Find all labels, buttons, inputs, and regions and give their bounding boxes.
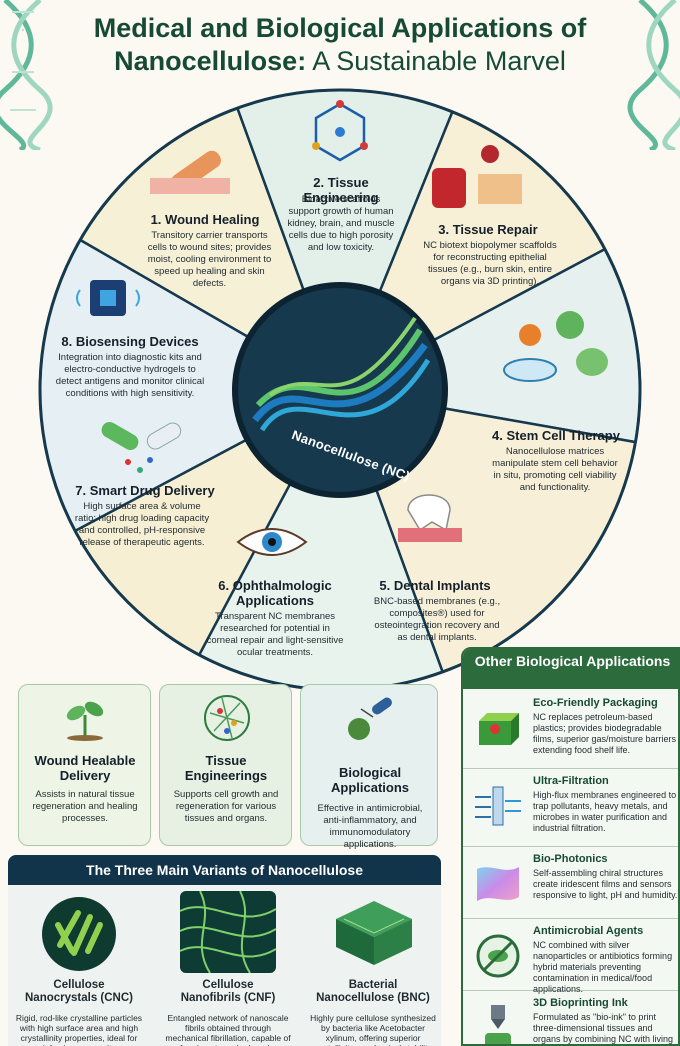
other-item-bioprinting: 3D Bioprinting Ink Formulated as "bio-in… — [463, 991, 678, 1044]
variant-1-title: Cellulose Nanocrystals (CNC) — [25, 979, 133, 1004]
card-biological-applications: Biological Applications Effective in ant… — [300, 684, 438, 850]
segment-4-body: Nanocellulose matrices manipulate stem c… — [492, 446, 618, 493]
other-item-5-body: Formulated as "bio-ink" to print three-d… — [533, 1012, 674, 1044]
segment-2-body: Bioactive scaffolds support growth of hu… — [287, 194, 395, 253]
card-wound-healable-delivery: Wound Healable Delivery Assists in natur… — [18, 684, 151, 846]
segment-8-body: Integration into diagnostic kits and ele… — [55, 352, 205, 399]
card-2-title: Tissue Engineerings — [184, 753, 268, 783]
drug-capsule-icon — [101, 422, 182, 473]
variant-2-title: Cellulose Nanofibrils (CNF) — [180, 979, 276, 1004]
segment-7-title: 7. Smart Drug Delivery — [75, 483, 215, 498]
variant-3-title: Bacterial Nanocellulose (BNC) — [316, 979, 430, 1004]
segment-1-body: Transitory carrier transports cells to w… — [147, 230, 272, 289]
chip-sensor-icon — [76, 280, 140, 316]
other-applications-panel: Other Biological Applications Eco-Friend… — [461, 647, 680, 1046]
card-2-body: Supports cell growth and regeneration fo… — [173, 789, 279, 824]
variant-2-body: Entangled network of nanoscale fibrils o… — [165, 1013, 291, 1046]
segment-5-body: BNC-based membranes (e.g., composites®) … — [373, 596, 501, 643]
antimicrobial-icon — [476, 934, 520, 978]
other-item-antimicrobial: Antimicrobial Agents NC combined with si… — [463, 919, 678, 994]
variant-cnc: Cellulose Nanocrystals (CNC) Rigid, rod-… — [8, 885, 150, 1046]
applications-wheel — [38, 88, 642, 692]
segment-6-body: Transparent NC membranes researched for … — [206, 611, 344, 658]
segment-7-body: High surface area & volume ratio; high d… — [74, 501, 210, 548]
molecular-scaffold-icon — [312, 100, 368, 162]
segment-6-title: 6. Ophthalmologic Applications — [218, 578, 332, 608]
card-3-body: Effective in antimicrobial, anti-inflamm… — [317, 803, 423, 850]
nanocrystals-icon — [42, 897, 116, 971]
variants-section: The Three Main Variants of Nanocellulose… — [8, 855, 441, 1046]
variant-cnf: Cellulose Nanofibrils (CNF) Entangled ne… — [158, 885, 298, 1046]
nanofibrils-icon — [180, 891, 276, 973]
other-item-photonics: Bio-Photonics Self-assembling chiral str… — [463, 847, 678, 919]
segment-8-title: 8. Biosensing Devices — [61, 334, 199, 349]
filter-membrane-icon — [475, 786, 521, 826]
other-item-4-body: NC combined with silver nanoparticles or… — [533, 940, 673, 994]
card-3-title: Biological Applications — [330, 765, 409, 795]
other-item-3-body: Self-assembling chiral structures create… — [533, 868, 678, 900]
dna-right-decoration — [627, 0, 680, 150]
other-item-5-title: 3D Bioprinting Ink — [533, 997, 628, 1009]
page-title: Medical and Biological Applications of N… — [93, 13, 587, 76]
other-item-2-title: Ultra-Filtration — [533, 775, 609, 787]
eye-icon — [236, 528, 308, 556]
dna-left-decoration — [0, 0, 53, 150]
microbe-icon — [348, 697, 392, 740]
other-item-3-title: Bio-Photonics — [533, 853, 608, 865]
other-item-packaging: Eco-Friendly Packaging NC replaces petro… — [463, 691, 678, 769]
other-item-1-body: NC replaces petroleum-based plastics; pr… — [533, 712, 677, 755]
bandage-icon — [150, 150, 230, 194]
other-item-2-body: High-flux membranes engineered to trap p… — [533, 790, 677, 833]
segment-1-title: 1. Wound Healing — [150, 212, 260, 227]
card-1-title: Wound Healable Delivery — [34, 753, 136, 783]
segment-3-title: 3. Tissue Repair — [438, 222, 538, 237]
variant-3-body: Highly pure cellulose synthesized by bac… — [310, 1013, 436, 1046]
variants-heading: The Three Main Variants of Nanocellulose — [8, 855, 441, 885]
segment-3-body: NC biotext biopolymer scaffolds for reco… — [423, 240, 557, 287]
segment-4-title: 4. Stem Cell Therapy — [492, 428, 620, 443]
tooth-implant-icon — [398, 494, 462, 542]
other-applications-heading: Other Biological Applications — [463, 649, 678, 689]
bacterial-cellulose-icon — [336, 901, 412, 965]
nanocellulose-fiber-icon — [252, 316, 431, 432]
bioprinter-nozzle-icon — [485, 1005, 511, 1044]
card-tissue-engineerings: Tissue Engineerings Supports cell growth… — [159, 684, 292, 846]
variant-1-body: Rigid, rod-like crystalline particles wi… — [15, 1013, 143, 1046]
other-item-4-title: Antimicrobial Agents — [533, 925, 644, 937]
scaffold-network-icon — [204, 695, 250, 741]
variant-bnc: Bacterial Nanocellulose (BNC) Highly pur… — [304, 885, 441, 1046]
tissue-layers-icon — [432, 145, 522, 208]
other-item-filtration: Ultra-Filtration High-flux membranes eng… — [463, 769, 678, 847]
package-box-icon — [479, 713, 519, 745]
sprout-icon — [66, 701, 104, 741]
other-item-1-title: Eco-Friendly Packaging — [533, 697, 658, 709]
stem-cell-petri-icon — [503, 311, 608, 382]
segment-5-title: 5. Dental Implants — [379, 578, 491, 593]
segment-2-title: 2. Tissue Engineering — [303, 175, 379, 205]
card-1-body: Assists in natural tissue regeneration a… — [32, 789, 138, 824]
iridescent-film-icon — [477, 867, 519, 901]
